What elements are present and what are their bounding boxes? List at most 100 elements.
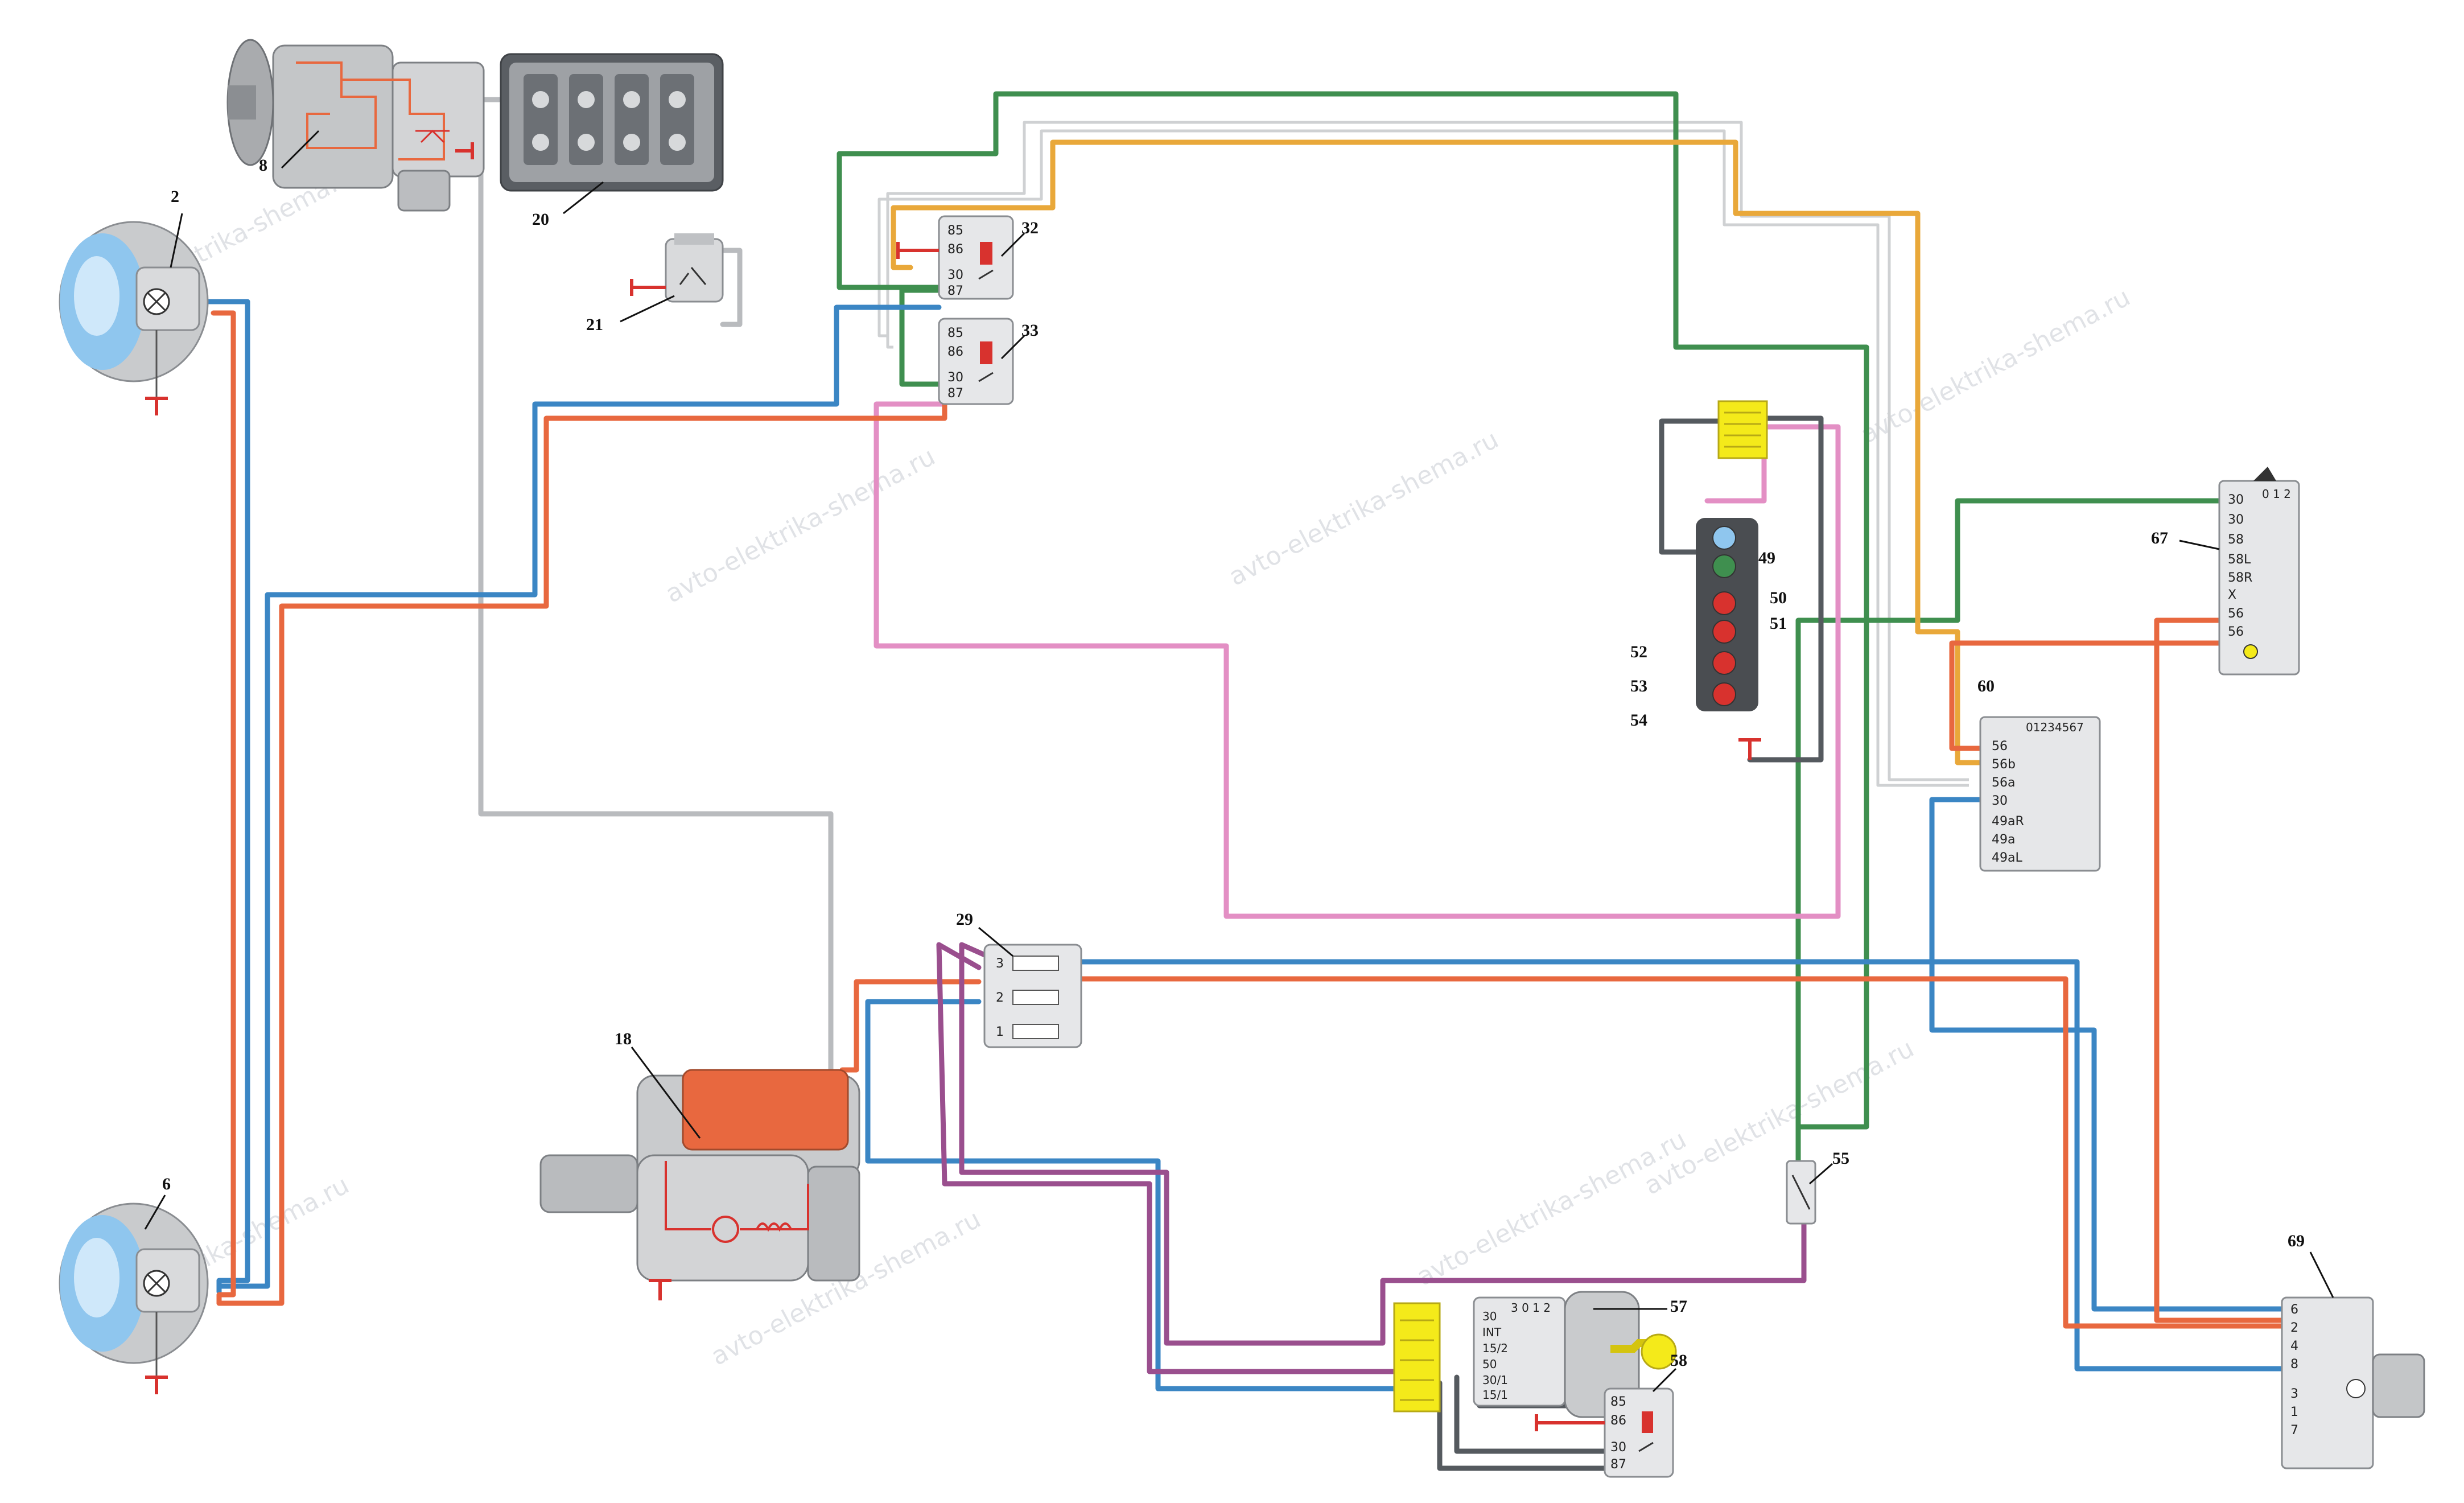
wires [202, 91, 2290, 1471]
relay-pin-label: 85 [947, 224, 963, 238]
blue-wire [1067, 959, 2290, 1312]
callout-51: 51 [1770, 614, 1787, 633]
switch-pin-label: 4 [2290, 1339, 2298, 1353]
blue-wire [202, 299, 250, 1295]
ignition-pin-label: 30 [1482, 1310, 1497, 1323]
ground-icon [896, 242, 939, 259]
callout-32: 32 [1021, 219, 1039, 237]
ignition-switch-57: 3 0 1 2 30 INT 15/2 50 30/1 15/1 57 [1393, 1291, 1687, 1418]
purple-wire [959, 942, 1807, 1346]
block-pin-label: 3 [996, 957, 1004, 971]
green-wire [1795, 498, 2231, 1158]
battery-20: 20 [500, 53, 724, 229]
white-wire [877, 129, 1969, 787]
switch-pin-label: X [2228, 588, 2236, 602]
relay-pin-label: 87 [1610, 1457, 1626, 1472]
ground-icon [630, 279, 666, 296]
relay-pin-label: 87 [947, 284, 963, 298]
blue-wire [865, 999, 1408, 1391]
relay-32: 85 86 30 87 32 [896, 215, 1039, 300]
sensor-55: 55 [1786, 1149, 1849, 1225]
callout-49: 49 [1758, 549, 1775, 567]
callout-54: 54 [1630, 711, 1647, 730]
switch-pin-label: 6 [2290, 1303, 2298, 1317]
switch-pin-label: 56 [2228, 607, 2244, 621]
relay-pin-label: 30 [947, 370, 963, 385]
switch-pin-label: 49a [1992, 833, 2015, 847]
relay-pin-label: 86 [947, 242, 963, 257]
relay-pin-label: 86 [947, 345, 963, 359]
callout-33: 33 [1021, 321, 1039, 340]
green-wire [899, 287, 942, 387]
switch-pin-label: 30 [1992, 794, 2008, 808]
relay-pin-label: 30 [1610, 1440, 1626, 1455]
block-pin-label: 2 [996, 991, 1004, 1005]
switch-67: 0 1 2 30 30 58 58L 58R X 56 56 67 [2151, 467, 2300, 676]
indicator-lamp-51 [1712, 591, 1736, 615]
ignition-pin-label: INT [1482, 1325, 1502, 1339]
dark-wire [1659, 418, 1738, 555]
switch-pin-label: 49aR [1992, 814, 2024, 829]
ignition-pin-label: 15/1 [1482, 1388, 1508, 1402]
switch-pin-label: 8 [2290, 1357, 2298, 1372]
dark-wire [1454, 1374, 1613, 1454]
watermark-text: avto-elektrika-shema.ru [1639, 1034, 1919, 1201]
relay-pin-label: 87 [947, 386, 963, 401]
indicator-lamp-53 [1712, 651, 1736, 675]
watermark-text: avto-elektrika-shema.ru [1224, 425, 1503, 592]
green-wire [837, 91, 1869, 1164]
relay-33: 85 86 30 87 33 [938, 318, 1039, 405]
yellow-orange-wire [891, 139, 1983, 765]
ground-icon [455, 142, 474, 159]
switch-pin-label: 2 [2290, 1321, 2298, 1335]
indicator-lamp-50 [1712, 554, 1736, 578]
orange-wire [1949, 640, 2222, 751]
callout-20: 20 [532, 210, 549, 229]
block-pin-label: 1 [996, 1025, 1004, 1039]
orange-wire [1067, 976, 2290, 1329]
switch-pin-label: 49aL [1992, 851, 2022, 865]
headlight-2: 2 [59, 187, 209, 415]
ignition-pin-label: 50 [1482, 1357, 1497, 1371]
switch-pin-label: 1 [2290, 1405, 2298, 1419]
indicator-lamp-49 [1712, 526, 1736, 550]
callout-50: 50 [1770, 588, 1787, 607]
callout-57: 57 [1670, 1297, 1687, 1316]
switch-pin-label: 58L [2228, 553, 2251, 567]
relay-58: 85 86 30 87 58 [1535, 1351, 1687, 1478]
callout-21: 21 [586, 315, 603, 334]
starter-18: 18 [539, 1030, 860, 1300]
orange-wire [211, 310, 236, 1306]
orange-wire [2154, 617, 2290, 1323]
switch-pin-label: 56 [2228, 625, 2244, 639]
switch-pin-label: 56 [1992, 739, 2008, 753]
relay-21: 21 [586, 233, 724, 334]
callout-8: 8 [259, 156, 267, 175]
switch-pin-label: 30 [2228, 513, 2244, 527]
callout-55: 55 [1832, 1149, 1849, 1168]
ground-icon [145, 397, 168, 415]
blue-wire [1929, 797, 2285, 1372]
switch-header: 01234567 [2026, 720, 2084, 734]
callout-2: 2 [171, 187, 179, 206]
blue-wire [216, 304, 942, 1289]
callout-6: 6 [162, 1175, 171, 1193]
relay-pin-label: 86 [1610, 1414, 1626, 1428]
switch-pin-label: 56a [1992, 776, 2015, 790]
switch-60: 01234567 56 56b 56a 30 49aR 49a 49aL 60 [1977, 677, 2101, 872]
indicator-lamp-54 [1712, 682, 1736, 706]
ground-icon [649, 1279, 671, 1300]
switch-pin-label: 30 [2228, 493, 2244, 507]
grey-wire [478, 97, 834, 1084]
callout-60: 60 [1977, 677, 1995, 695]
ground-icon [145, 1376, 168, 1394]
watermark-text: avto-elektrika-shema.ru [1856, 283, 2135, 450]
switch-pin-label: 58R [2228, 571, 2252, 585]
switch-pin-label: 3 [2290, 1387, 2298, 1401]
callout-18: 18 [615, 1030, 632, 1048]
indicator-lamp-52 [1712, 620, 1736, 644]
relay-pin-label: 85 [947, 326, 963, 340]
headlight-6: 6 [59, 1175, 209, 1394]
watermark-text: avto-elektrika-shema.ru [1412, 1125, 1691, 1292]
ignition-pin-label: 15/2 [1482, 1341, 1508, 1355]
